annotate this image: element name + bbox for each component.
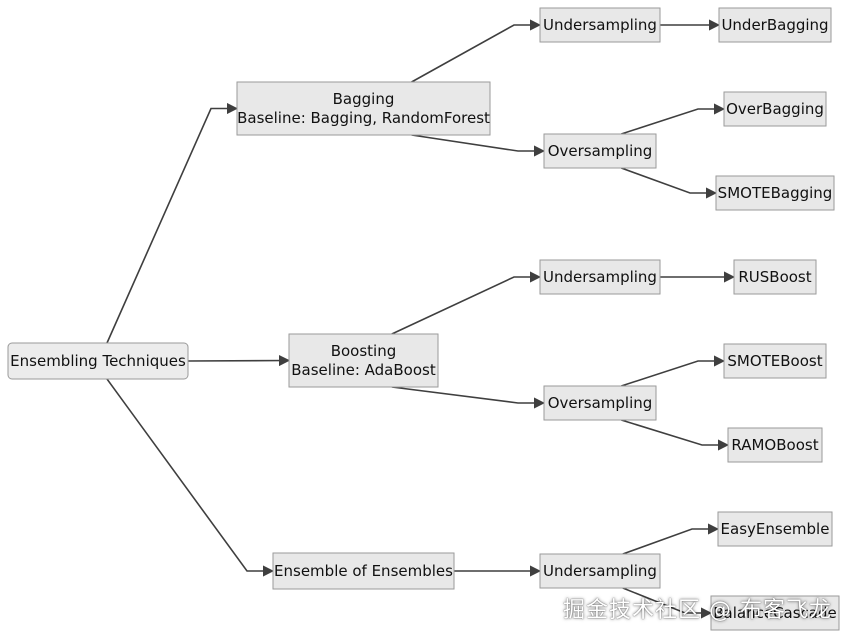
node-label: EasyEnsemble xyxy=(721,520,830,538)
node-label: Boosting xyxy=(331,342,397,360)
node-ens-under: Undersampling xyxy=(539,553,661,589)
node-smotebagging: SMOTEBagging xyxy=(715,175,835,211)
node-label: SMOTEBoost xyxy=(727,352,822,370)
node-balancecascade: BalanceCascade xyxy=(710,595,840,631)
node-box xyxy=(543,133,657,169)
node-label: Ensemble of Ensembles xyxy=(274,562,453,580)
node-label: Oversampling xyxy=(548,142,653,160)
node-ens: Ensemble of Ensembles xyxy=(272,552,455,590)
node-rusboost: RUSBoost xyxy=(733,259,817,295)
edge-boost_over-to-smoteboost xyxy=(621,355,726,387)
node-box xyxy=(715,175,835,211)
node-label: Baseline: Bagging, RandomForest xyxy=(237,109,490,127)
node-box xyxy=(718,7,832,43)
watermark-text: 掘金技术社区 @ 布客飞龙 xyxy=(563,598,832,623)
node-ramoboost: RAMOBoost xyxy=(727,427,823,463)
node-box xyxy=(710,595,840,631)
node-box xyxy=(539,7,661,43)
edge-bag_over-to-overbagging xyxy=(621,103,726,135)
node-box xyxy=(733,259,817,295)
node-label: Oversampling xyxy=(548,394,653,412)
node-box xyxy=(236,81,491,136)
node-bag-over: Oversampling xyxy=(543,133,657,169)
edge-root-to-ens xyxy=(106,378,275,577)
node-box xyxy=(723,91,827,127)
edge-boosting-to-boost_under xyxy=(391,271,542,335)
node-overbagging: OverBagging xyxy=(723,91,827,127)
node-label: Undersampling xyxy=(543,268,657,286)
node-label: Bagging xyxy=(333,90,395,108)
edge-boost_over-to-ramoboost xyxy=(621,419,730,451)
edge-ens_under-to-balancecascade xyxy=(622,587,713,619)
node-label: Undersampling xyxy=(543,16,657,34)
node-box xyxy=(7,342,189,380)
node-boost-over: Oversampling xyxy=(543,385,657,421)
node-box xyxy=(272,552,455,590)
node-label: Undersampling xyxy=(543,562,657,580)
edge-root-to-bagging xyxy=(106,102,239,344)
node-box xyxy=(717,511,833,547)
edge-boosting-to-boost_over xyxy=(391,386,546,409)
edge-bagging-to-bag_over xyxy=(411,134,546,157)
edge-ens_under-to-easyensemble xyxy=(622,523,720,555)
node-easyensemble: EasyEnsemble xyxy=(717,511,833,547)
edge-bag_over-to-smotebagging xyxy=(621,167,718,199)
node-box xyxy=(539,553,661,589)
node-bag-under: Undersampling xyxy=(539,7,661,43)
node-label: SMOTEBagging xyxy=(718,184,833,202)
node-label: RUSBoost xyxy=(738,268,811,286)
edge-root-to-boosting xyxy=(187,354,291,367)
node-box xyxy=(288,333,439,388)
node-label: Ensembling Techniques xyxy=(10,352,186,370)
edges-layer xyxy=(106,19,736,619)
node-box xyxy=(543,385,657,421)
node-label: RAMOBoost xyxy=(731,436,818,454)
node-box xyxy=(539,259,661,295)
node-underbagging: UnderBagging xyxy=(718,7,832,43)
node-label: OverBagging xyxy=(726,100,824,118)
node-box xyxy=(723,343,827,379)
node-label: UnderBagging xyxy=(721,16,828,34)
node-boost-under: Undersampling xyxy=(539,259,661,295)
edge-bagging-to-bag_under xyxy=(411,19,542,83)
node-label: Baseline: AdaBoost xyxy=(291,361,436,379)
node-label: BalanceCascade xyxy=(713,604,837,622)
node-root: Ensembling Techniques xyxy=(7,342,189,380)
node-box xyxy=(727,427,823,463)
node-smoteboost: SMOTEBoost xyxy=(723,343,827,379)
